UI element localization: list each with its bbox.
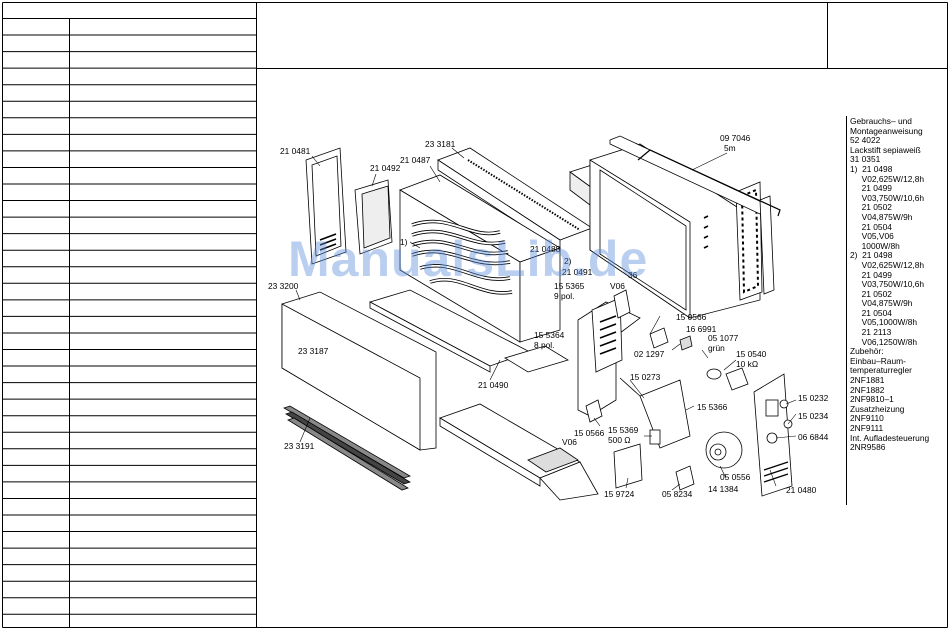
- part-label: 9 pol.: [554, 291, 575, 301]
- resistor-part: [679, 335, 693, 351]
- notes-line: V05,1000W/8h: [850, 317, 918, 328]
- notes-line: 2) 21 0498: [850, 250, 893, 261]
- part-label: 1): [400, 237, 408, 247]
- notes-line: V03,750W/10,6h: [850, 279, 925, 290]
- notes-line: V02,625W/12,8h: [850, 259, 925, 270]
- part-label: 21 0492: [370, 163, 401, 173]
- part-label: 21 0487: [400, 155, 431, 165]
- part-label: 21 0480: [786, 485, 817, 495]
- notes-line: 52 4022: [850, 135, 881, 146]
- part-label: 05 8234: [662, 489, 693, 499]
- notes-line: Montageanweisung: [850, 125, 923, 136]
- leader-lines: [295, 147, 797, 491]
- notes-line: 2NR9586: [850, 442, 886, 453]
- notes-line: Gebrauchs– und: [850, 116, 912, 126]
- relay-left-part: [585, 399, 603, 423]
- part-label: 23 3187: [298, 346, 329, 356]
- part-label: V06: [562, 437, 577, 447]
- fuse-holder-part: [649, 327, 669, 349]
- notes-line: 1) 21 0498: [850, 163, 893, 174]
- notes-line: V04,875W/9h: [850, 298, 913, 309]
- part-label: 21 0490: [478, 380, 509, 390]
- notes-line: 21 0499: [850, 269, 892, 280]
- notes-line: V02,625W/12,8h: [850, 173, 925, 184]
- control-panel-vents: [763, 461, 789, 483]
- gasket-part: [637, 149, 781, 217]
- notes-line: 1000W/8h: [850, 240, 900, 251]
- part-label: 15 0566: [676, 312, 707, 322]
- notes-line: V05,V06: [850, 231, 894, 242]
- notes-line: 31 0351: [850, 154, 881, 165]
- part-label: 05 1077: [708, 333, 739, 343]
- back-plate-slots: [703, 215, 709, 249]
- part-label: 09 7046: [720, 133, 751, 143]
- part-label: 05 0556: [720, 472, 751, 482]
- part-label: 500 Ω: [608, 435, 631, 445]
- part-label: 21 0481: [280, 146, 311, 156]
- notes-line: Lackstift sepiaweiß: [850, 144, 921, 155]
- watermark-text: ManualsLib.de: [288, 231, 649, 287]
- part-label: 06 6844: [798, 432, 829, 442]
- notes-line: 2NF9810–1: [850, 394, 894, 405]
- notes-line: temperaturregler: [850, 365, 912, 376]
- notes-line: 2NF9110: [850, 413, 884, 424]
- notes-line: 2NF1882: [850, 384, 885, 395]
- part-label: 15 9724: [604, 489, 635, 499]
- notes-line: 21 0502: [850, 202, 892, 213]
- part-label: 8 pol.: [534, 340, 555, 350]
- notes-line: Zusatzheizung: [850, 403, 905, 414]
- part-label: 15 5364: [534, 330, 565, 340]
- door-vent-slots: [319, 233, 337, 251]
- notes-line: Zubehör:: [850, 346, 884, 357]
- notes-column: Gebrauchs– und Montageanweisung 52 4022 …: [850, 116, 930, 453]
- door-panel-part: [305, 147, 347, 265]
- terminal-strip: [599, 315, 617, 355]
- part-label: 15 0273: [630, 372, 661, 382]
- notes-line: 21 0504: [850, 221, 892, 232]
- part-label: 5m: [724, 143, 736, 153]
- part-label: 10 kΩ: [736, 359, 759, 369]
- notes-line: Int. Aufladesteuerung: [850, 432, 930, 443]
- terminal-block-part: [613, 289, 631, 319]
- notes-line: 2NF1881: [850, 375, 885, 386]
- part-label: 2): [564, 256, 572, 266]
- switch-part: [649, 429, 661, 445]
- part-label: 14 1384: [708, 484, 739, 494]
- part-label: 23 3200: [268, 281, 299, 291]
- part-label: V06: [610, 281, 625, 291]
- notes-line: 21 0502: [850, 288, 892, 299]
- notes-line: Einbau–Raum-: [850, 355, 906, 366]
- thermistor-part: [706, 368, 722, 380]
- part-label: 36: [628, 270, 638, 280]
- part-label: 21 0488: [530, 244, 561, 254]
- part-label: 15 0540: [736, 349, 767, 359]
- part-label: grün: [708, 343, 725, 353]
- part-label: 16 6991: [686, 324, 717, 334]
- part-label: 02 1297: [634, 349, 665, 359]
- part-label: 15 0234: [798, 411, 829, 421]
- part-label: 15 0566: [574, 428, 605, 438]
- notes-line: 21 0504: [850, 307, 892, 318]
- transformer-part: [613, 443, 643, 489]
- notes-line: 21 0499: [850, 183, 892, 194]
- notes-line: V04,875W/9h: [850, 211, 913, 222]
- part-label: 15 5369: [608, 425, 639, 435]
- relay-part: [675, 465, 695, 491]
- notes-line: 21 2113: [850, 327, 892, 338]
- part-label: 15 0232: [798, 393, 829, 403]
- part-label: 23 3181: [425, 139, 456, 149]
- notes-line: V06,1250W/8h: [850, 336, 918, 347]
- part-label: 15 5366: [697, 402, 728, 412]
- bracket-part: [639, 379, 691, 449]
- part-label: 15 5365: [554, 281, 585, 291]
- notes-line: V03,750W/10,6h: [850, 192, 925, 203]
- part-label: 21 0491: [562, 267, 593, 277]
- part-label: 23 3191: [284, 441, 315, 451]
- notes-line: 2NF9111: [850, 423, 884, 433]
